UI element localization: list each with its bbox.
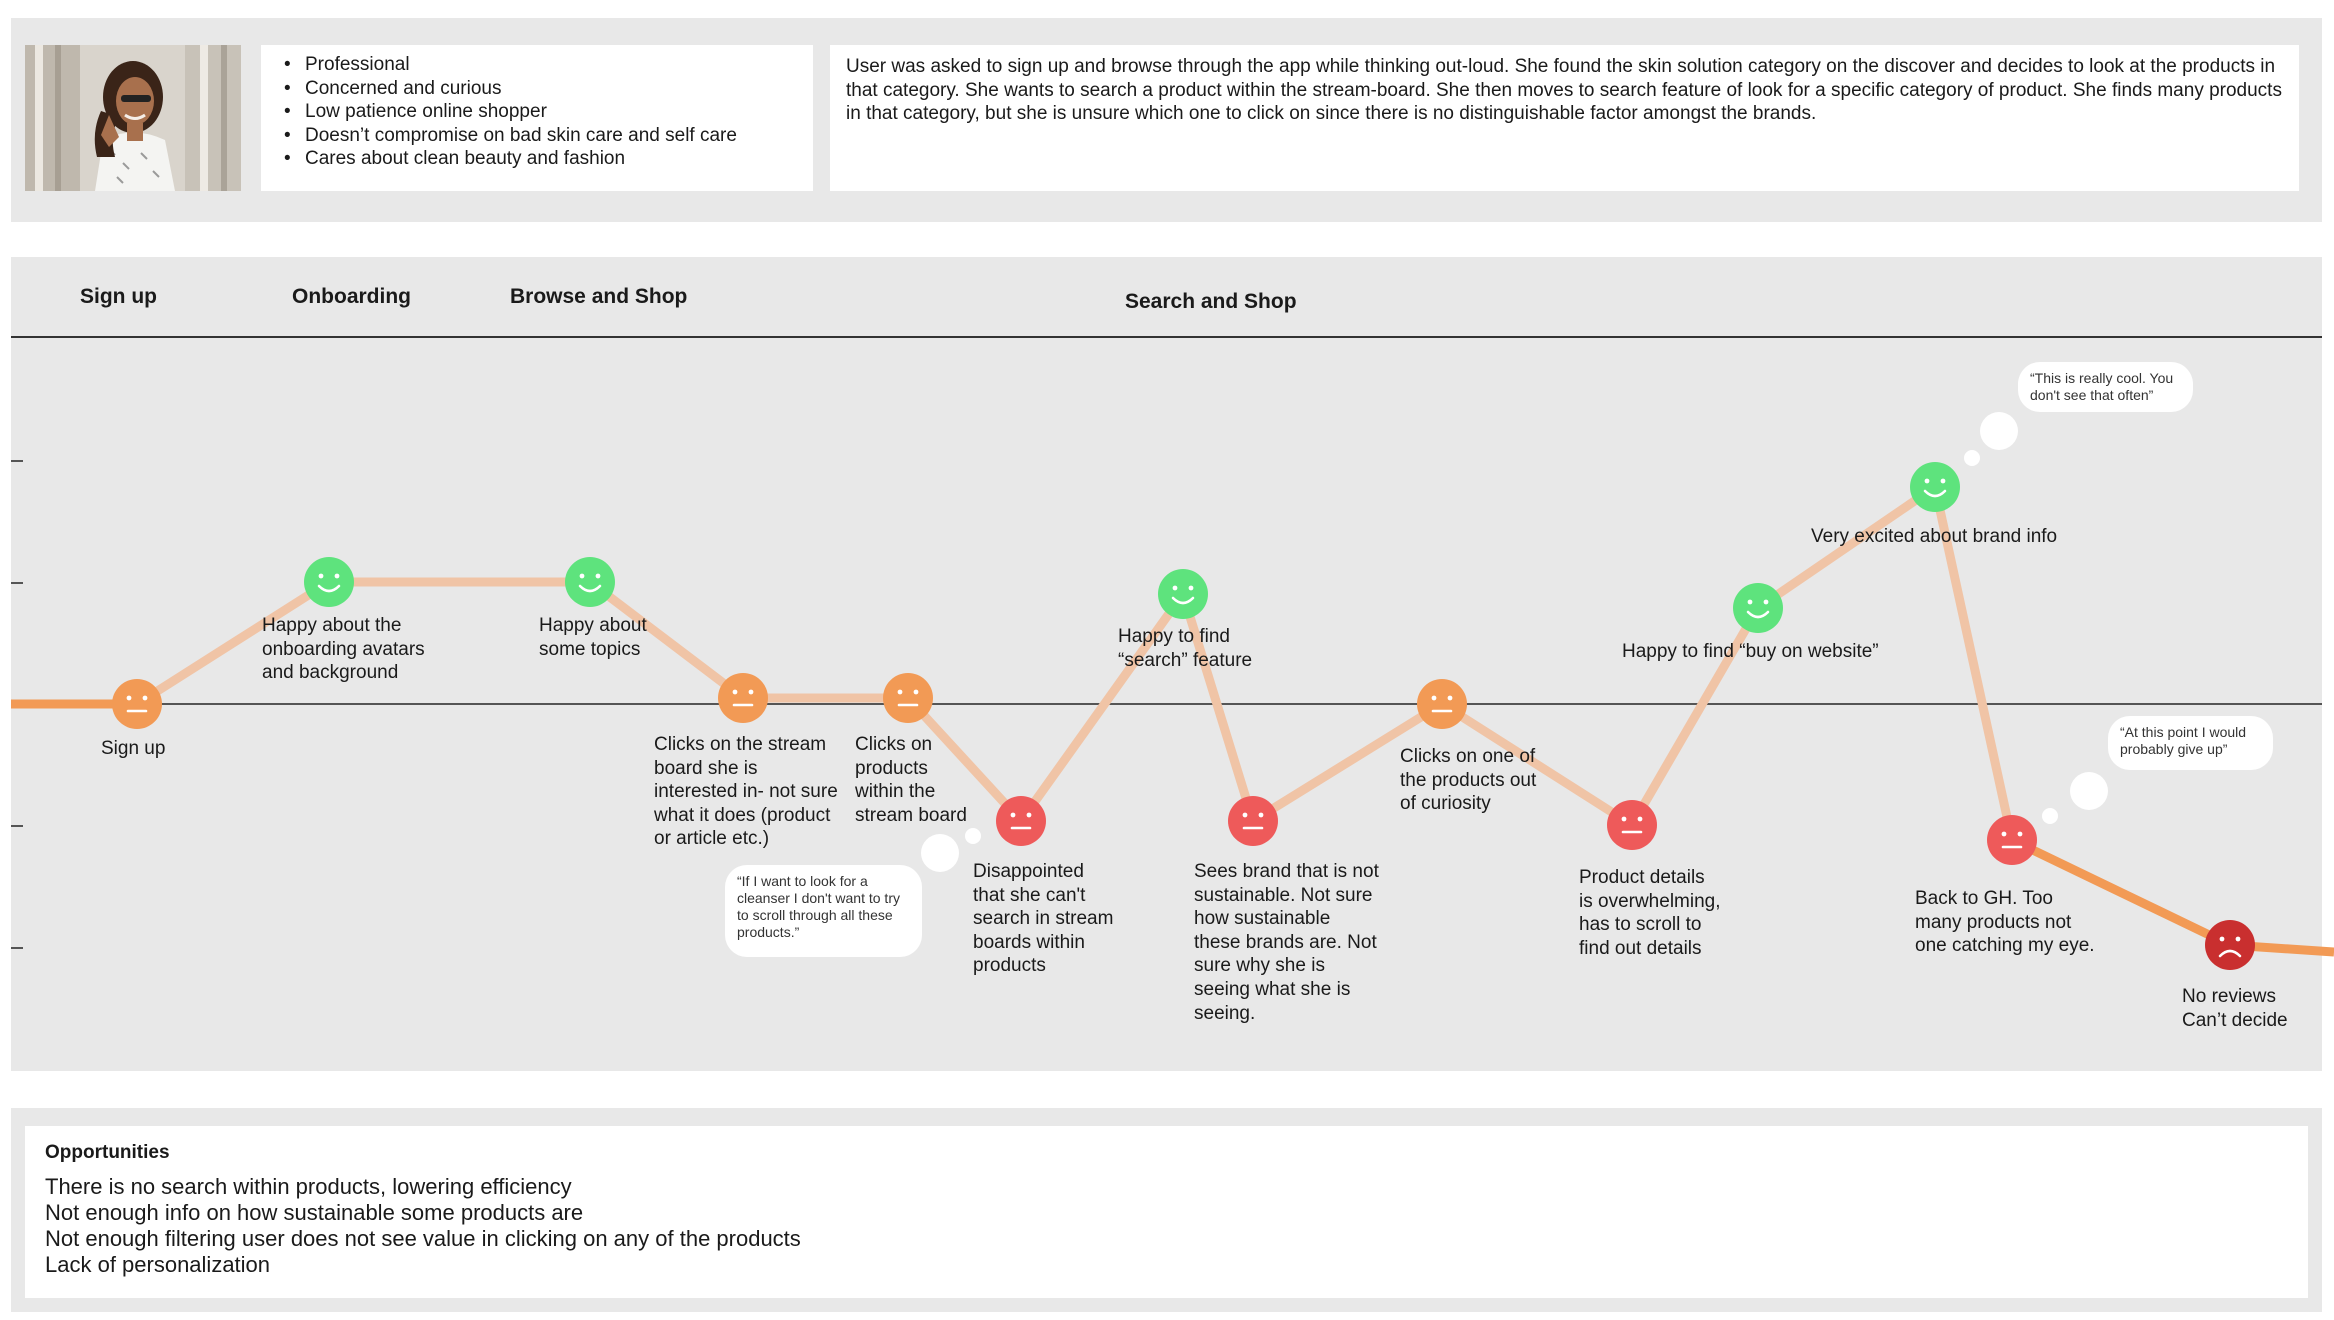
persona-trait-item: Low patience online shopper [273, 100, 801, 124]
persona-summary-card: User was asked to sign up and browse thr… [830, 45, 2299, 191]
emotion-happy-icon [1910, 462, 1960, 512]
stage-label-browse-and-shop: Browse and Shop [510, 285, 688, 308]
journey-curve-segment [1248, 699, 1447, 826]
emotion-very-sad-icon [2205, 920, 2255, 970]
journey-point-label: No reviews Can’t decide [2182, 986, 2288, 1031]
stage-label-sign-up: Sign up [80, 285, 157, 308]
stage-label-onboarding: Onboarding [292, 285, 411, 308]
emotion-sad-icon [1987, 815, 2037, 865]
emotion-happy-icon [1158, 569, 1208, 619]
emotion-sad-icon [1607, 800, 1657, 850]
emotion-happy-icon [565, 557, 615, 607]
thought-bubble-dot [921, 834, 959, 872]
persona-trait-item: Doesn’t compromise on bad skin care and … [273, 124, 801, 148]
journey-curve-segment [2007, 835, 2235, 950]
persona-traits-list: ProfessionalConcerned and curiousLow pat… [273, 53, 801, 171]
journey-curve-segment [1178, 589, 1258, 826]
emotion-neutral-icon [112, 679, 162, 729]
journey-point-label: Happy to find “search” feature [1118, 626, 1253, 671]
journey-curve-segment [1437, 699, 1637, 830]
opportunities-title: Opportunities [45, 1142, 170, 1163]
journey-map-panel [11, 257, 2322, 1071]
journey-point-label: Clicks on products within the stream boa… [855, 734, 967, 826]
opportunity-item: Not enough filtering user does not see v… [45, 1226, 801, 1251]
opportunities-card: Opportunities There is no search within … [25, 1126, 2308, 1298]
journey-point-label: Back to GH. Too many products not one ca… [1915, 888, 2095, 957]
emotion-happy-icon [1733, 583, 1783, 633]
emotion-happy-icon [304, 557, 354, 607]
quote-bubble: “This is really cool. You don't see that… [2018, 362, 2193, 412]
emotion-neutral-icon [718, 673, 768, 723]
journey-point-label: Disappointed that she can't search in st… [973, 861, 1114, 977]
persona-trait-item: Professional [273, 53, 801, 77]
emotion-neutral-icon [883, 673, 933, 723]
quote-bubble: “If I want to look for a cleanser I don'… [725, 865, 922, 957]
journey-curve-segment [903, 693, 1026, 826]
quote-bubble: “At this point I would probably give up” [2108, 716, 2273, 770]
thought-bubble-dot [1980, 412, 2018, 450]
journey-curve-segment [1753, 482, 1940, 613]
opportunity-item: Not enough info on how sustainable some … [45, 1200, 584, 1225]
persona-trait-item: Cares about clean beauty and fashion [273, 147, 801, 171]
journey-curve-segment [132, 577, 334, 709]
stage-header-divider [11, 336, 2322, 338]
emotion-sad-icon [996, 796, 1046, 846]
journey-point-label: Sees brand that is not sustainable. Not … [1194, 861, 1379, 1024]
persona-trait-item: Concerned and curious [273, 77, 801, 101]
thought-bubble-dot [965, 828, 981, 844]
emotion-neutral-icon [1417, 679, 1467, 729]
journey-point-label: Sign up [101, 738, 166, 759]
journey-curve-segment [1016, 589, 1188, 826]
journey-point-label: Clicks on one of the products out of cur… [1400, 746, 1537, 815]
opportunities-list: There is no search within products, lowe… [45, 1174, 2288, 1278]
emotion-axis-tick [11, 460, 23, 462]
journey-curve-segment [1627, 603, 1763, 830]
persona-traits-card: ProfessionalConcerned and curiousLow pat… [261, 45, 813, 191]
opportunity-item: There is no search within products, lowe… [45, 1174, 572, 1199]
emotion-axis-tick [11, 825, 23, 827]
journey-point-label: Clicks on the stream board she is intere… [654, 734, 838, 850]
journey-point-label: Very excited about brand info [1811, 526, 2058, 547]
journey-point-label: Happy to find “buy on website” [1622, 641, 1879, 662]
journey-curve-segment [1930, 482, 2017, 845]
emotion-sad-icon [1228, 796, 1278, 846]
emotion-axis-tick [11, 582, 23, 584]
thought-bubble-dot [2042, 808, 2058, 824]
neutral-baseline [11, 703, 2322, 705]
journey-curve-segment [585, 577, 748, 703]
journey-point-label: Happy about the onboarding avatars and b… [262, 615, 425, 684]
thought-bubble-dot [1964, 450, 1980, 466]
persona-summary: User was asked to sign up and browse thr… [846, 56, 2282, 125]
journey-point-label: Happy about some topics [539, 615, 647, 660]
persona-photo [25, 45, 241, 191]
opportunity-item: Lack of personalization [45, 1252, 271, 1277]
thought-bubble-dot [2070, 772, 2108, 810]
emotion-axis-tick [11, 947, 23, 949]
journey-point-label: Product details is overwhelming, has to … [1579, 867, 1721, 959]
stage-label-search-and-shop: Search and Shop [1125, 290, 1297, 313]
